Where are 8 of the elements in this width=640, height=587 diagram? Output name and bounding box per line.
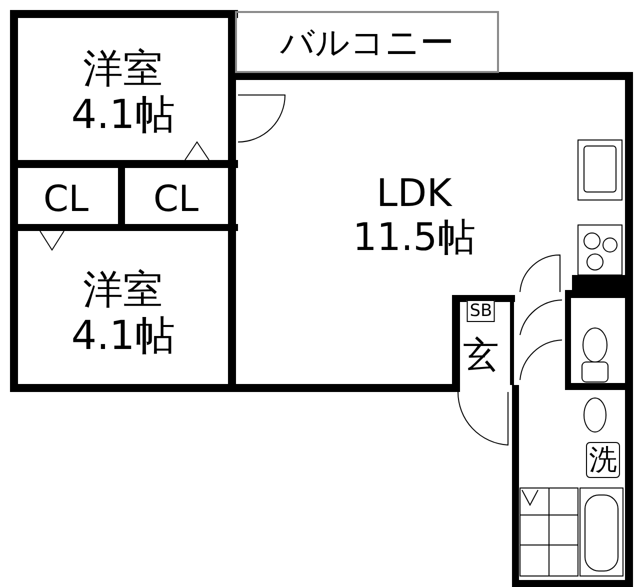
- room-label: 洗: [586, 442, 620, 478]
- room-label: 洋室 4.1帖: [71, 267, 175, 359]
- room-label: SB: [466, 300, 496, 322]
- room-label: LDK 11.5帖: [352, 171, 476, 259]
- room-label: CL: [43, 180, 89, 220]
- room-label: 玄: [463, 336, 499, 376]
- room-label: CL: [153, 180, 199, 220]
- room-label: 洋室 4.1帖: [71, 46, 175, 138]
